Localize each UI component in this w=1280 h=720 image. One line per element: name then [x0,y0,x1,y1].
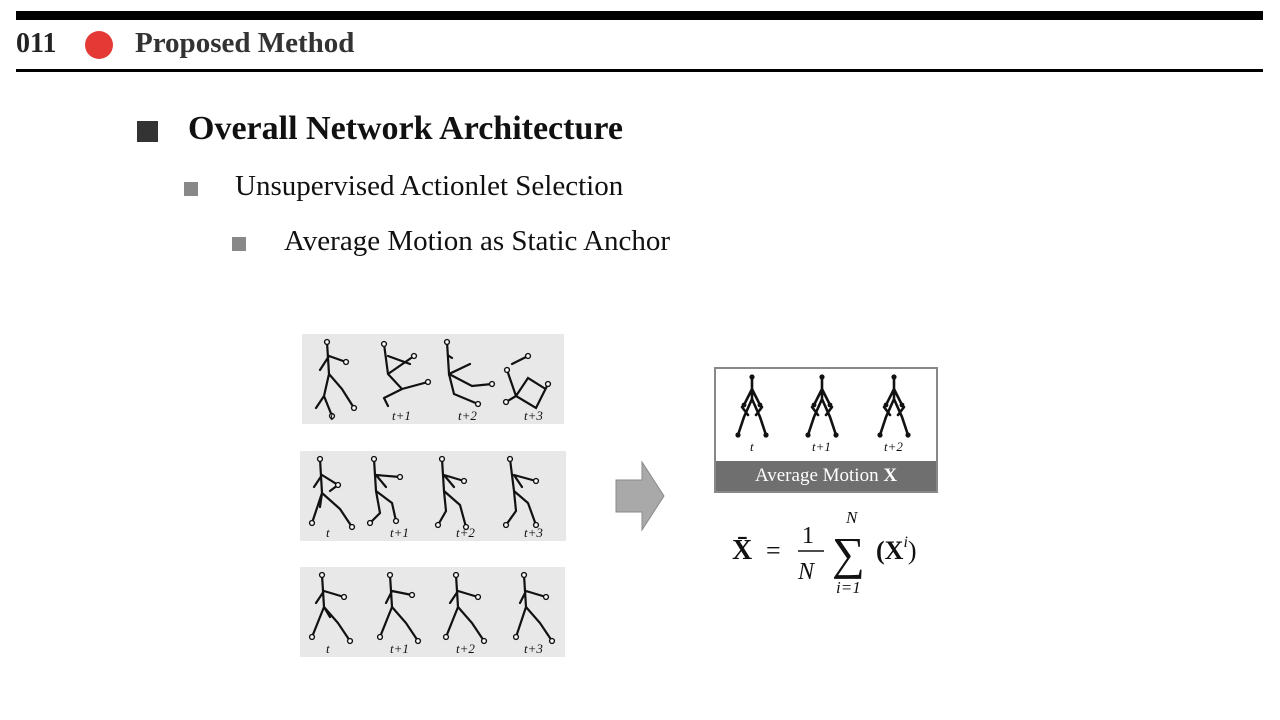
slide-number: 011 [16,28,57,59]
avg-frame-label: t+2 [884,439,903,454]
right-arrow-icon [615,460,665,532]
average-motion-caption: Average Motion X [716,461,936,491]
skeleton-sequence-3 [300,567,565,657]
formula-denominator: N [797,559,816,585]
bullet-level1-icon [137,121,158,142]
skeleton-sequence-2 [300,451,566,541]
formula-equals: = [766,536,781,565]
sequence-1-drawing [314,338,552,420]
outline-level3: Average Motion as Static Anchor [284,225,671,257]
sum-symbol-icon: ∑ [832,528,865,579]
formula-lhs: X̄ [732,535,752,566]
skeleton-sequence-1 [302,334,564,424]
slide-title: Proposed Method [135,27,355,59]
formula-sum-upper: N [845,508,859,527]
average-motion-panel: t t+1 t+2 Average Motion X [714,367,938,493]
bullet-level2-icon [184,182,198,196]
outline-level2: Unsupervised Actionlet Selection [235,170,624,202]
formula-drawing: X̄ = 1 N N ∑ i=1 (Xi) [732,508,917,597]
average-motion-drawing: t t+1 t+2 [735,374,911,454]
average-formula: X̄ = 1 N N ∑ i=1 (Xi) [730,505,950,605]
caption-symbol: X [883,465,898,486]
header-underline [16,69,1263,72]
formula-sum-lower: i=1 [836,578,861,597]
caption-text: Average Motion [754,465,879,486]
formula-term: (Xi) [876,534,917,565]
sequence-3-drawing [308,571,556,645]
sequence-2-drawing [308,455,540,531]
header-top-rule [16,11,1263,20]
red-dot-icon [85,31,113,59]
avg-frame-label: t [750,439,754,454]
formula-numerator: 1 [802,523,814,549]
bullet-level3-icon [232,237,246,251]
avg-frame-label: t+1 [812,439,831,454]
outline-level1: Overall Network Architecture [188,110,623,147]
